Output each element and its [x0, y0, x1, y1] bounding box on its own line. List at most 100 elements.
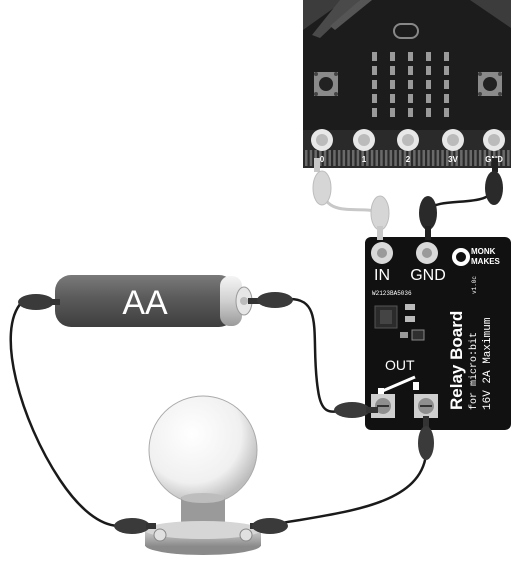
led [408, 94, 413, 103]
connector-tooth [333, 150, 336, 166]
brand-line1: MONK [471, 247, 496, 256]
connector-tooth [403, 150, 407, 166]
brand-line2: MAKES [471, 257, 501, 266]
clip-relay-in [370, 195, 390, 240]
wire-battery-to-lamp [9, 301, 119, 528]
clip-battery-negative [18, 294, 60, 310]
relay-board-rating: 16V 2A Maximum [482, 317, 494, 410]
relay-gnd-terminal[interactable] [416, 242, 438, 264]
resistor-r1 [405, 304, 415, 310]
pin-3v-label: 3V [448, 155, 458, 164]
led-matrix [372, 52, 449, 117]
relay-out-terminal-1[interactable] [371, 394, 395, 418]
connector-tooth [464, 150, 468, 166]
connector-tooth [455, 150, 458, 166]
connector-tooth [305, 150, 308, 166]
connector-tooth [460, 150, 463, 166]
connector-tooth [352, 150, 355, 166]
connector-tooth [361, 150, 364, 166]
connector-tooth [356, 150, 360, 166]
connector-tooth [497, 150, 501, 166]
connector-tooth [337, 150, 341, 166]
led [390, 52, 395, 61]
connector-tooth [342, 150, 346, 166]
led [426, 52, 431, 61]
connector-tooth [375, 150, 378, 166]
pin-3v[interactable]: 3V [442, 129, 464, 164]
connector-tooth [323, 150, 327, 166]
relay-board-subtitle: for micro:bit [468, 332, 480, 410]
lamp [145, 395, 261, 555]
led [372, 52, 377, 61]
connector-tooth [450, 150, 454, 166]
wire-out-to-lamp [267, 454, 428, 528]
connector-tooth [502, 150, 505, 166]
connector-tooth [309, 150, 313, 166]
microbit: 0 1 2 3V GND [303, 0, 511, 168]
connector-tooth [366, 150, 369, 166]
monkmakes-logo: MONK MAKES [452, 247, 501, 266]
led [390, 80, 395, 89]
button-a[interactable] [314, 72, 338, 96]
led [426, 108, 431, 117]
connector-tooth [389, 150, 393, 166]
button-b[interactable] [478, 72, 502, 96]
led [408, 52, 413, 61]
relay-out-terminal-2[interactable] [414, 394, 438, 418]
led [408, 108, 413, 117]
led [426, 66, 431, 75]
led [390, 94, 395, 103]
led [372, 66, 377, 75]
wire-gnd-to-gnd [427, 184, 496, 211]
connector-tooth [507, 150, 510, 166]
connector-tooth [488, 150, 491, 166]
pin-2-label: 2 [406, 155, 411, 164]
resistor-r2 [405, 316, 415, 322]
fuse-f1 [411, 329, 425, 341]
connector-tooth [478, 150, 482, 166]
pin-0[interactable]: 0 [311, 129, 333, 164]
connector-tooth [408, 150, 411, 166]
connector-tooth [427, 150, 430, 166]
pin-1-label: 1 [362, 155, 367, 164]
connector-tooth [422, 150, 425, 166]
chip-code: W2123BA5036 [372, 290, 412, 297]
led [426, 94, 431, 103]
lamp-screw-right [239, 528, 253, 542]
clip-relay-gnd [419, 196, 437, 240]
battery-cap [220, 276, 242, 326]
connector-tooth [446, 150, 449, 166]
capacitor-c1 [400, 332, 408, 338]
connector-tooth [474, 150, 477, 166]
relay-board-version: v1.0c [471, 276, 478, 294]
relay-in-label: IN [374, 267, 390, 284]
led [444, 66, 449, 75]
connector-tooth [370, 150, 374, 166]
pin-2[interactable]: 2 [397, 129, 419, 164]
clip-lamp-left [114, 518, 156, 534]
led [444, 52, 449, 61]
relay-out-label: OUT [385, 357, 415, 373]
led [426, 80, 431, 89]
connector-tooth [436, 150, 440, 166]
relay-in-terminal[interactable] [371, 242, 393, 264]
led [372, 94, 377, 103]
led [408, 80, 413, 89]
clip-pin-gnd [485, 158, 503, 205]
wire-battery-to-out [289, 297, 349, 413]
led [408, 66, 413, 75]
clip-relay-out-1 [334, 402, 378, 418]
connector-tooth [347, 150, 350, 166]
clip-relay-out-2 [418, 416, 434, 460]
clip-battery-positive [248, 292, 293, 308]
microbit-logo [393, 23, 419, 39]
pin-0-label: 0 [320, 155, 325, 164]
connector-tooth [431, 150, 435, 166]
pin-1[interactable]: 1 [353, 129, 375, 164]
connector-tooth [328, 150, 331, 166]
clip-pin0 [312, 158, 332, 206]
relay-board-title: Relay Board [447, 311, 466, 410]
connector-tooth [319, 150, 322, 166]
connector-tooth [413, 150, 416, 166]
